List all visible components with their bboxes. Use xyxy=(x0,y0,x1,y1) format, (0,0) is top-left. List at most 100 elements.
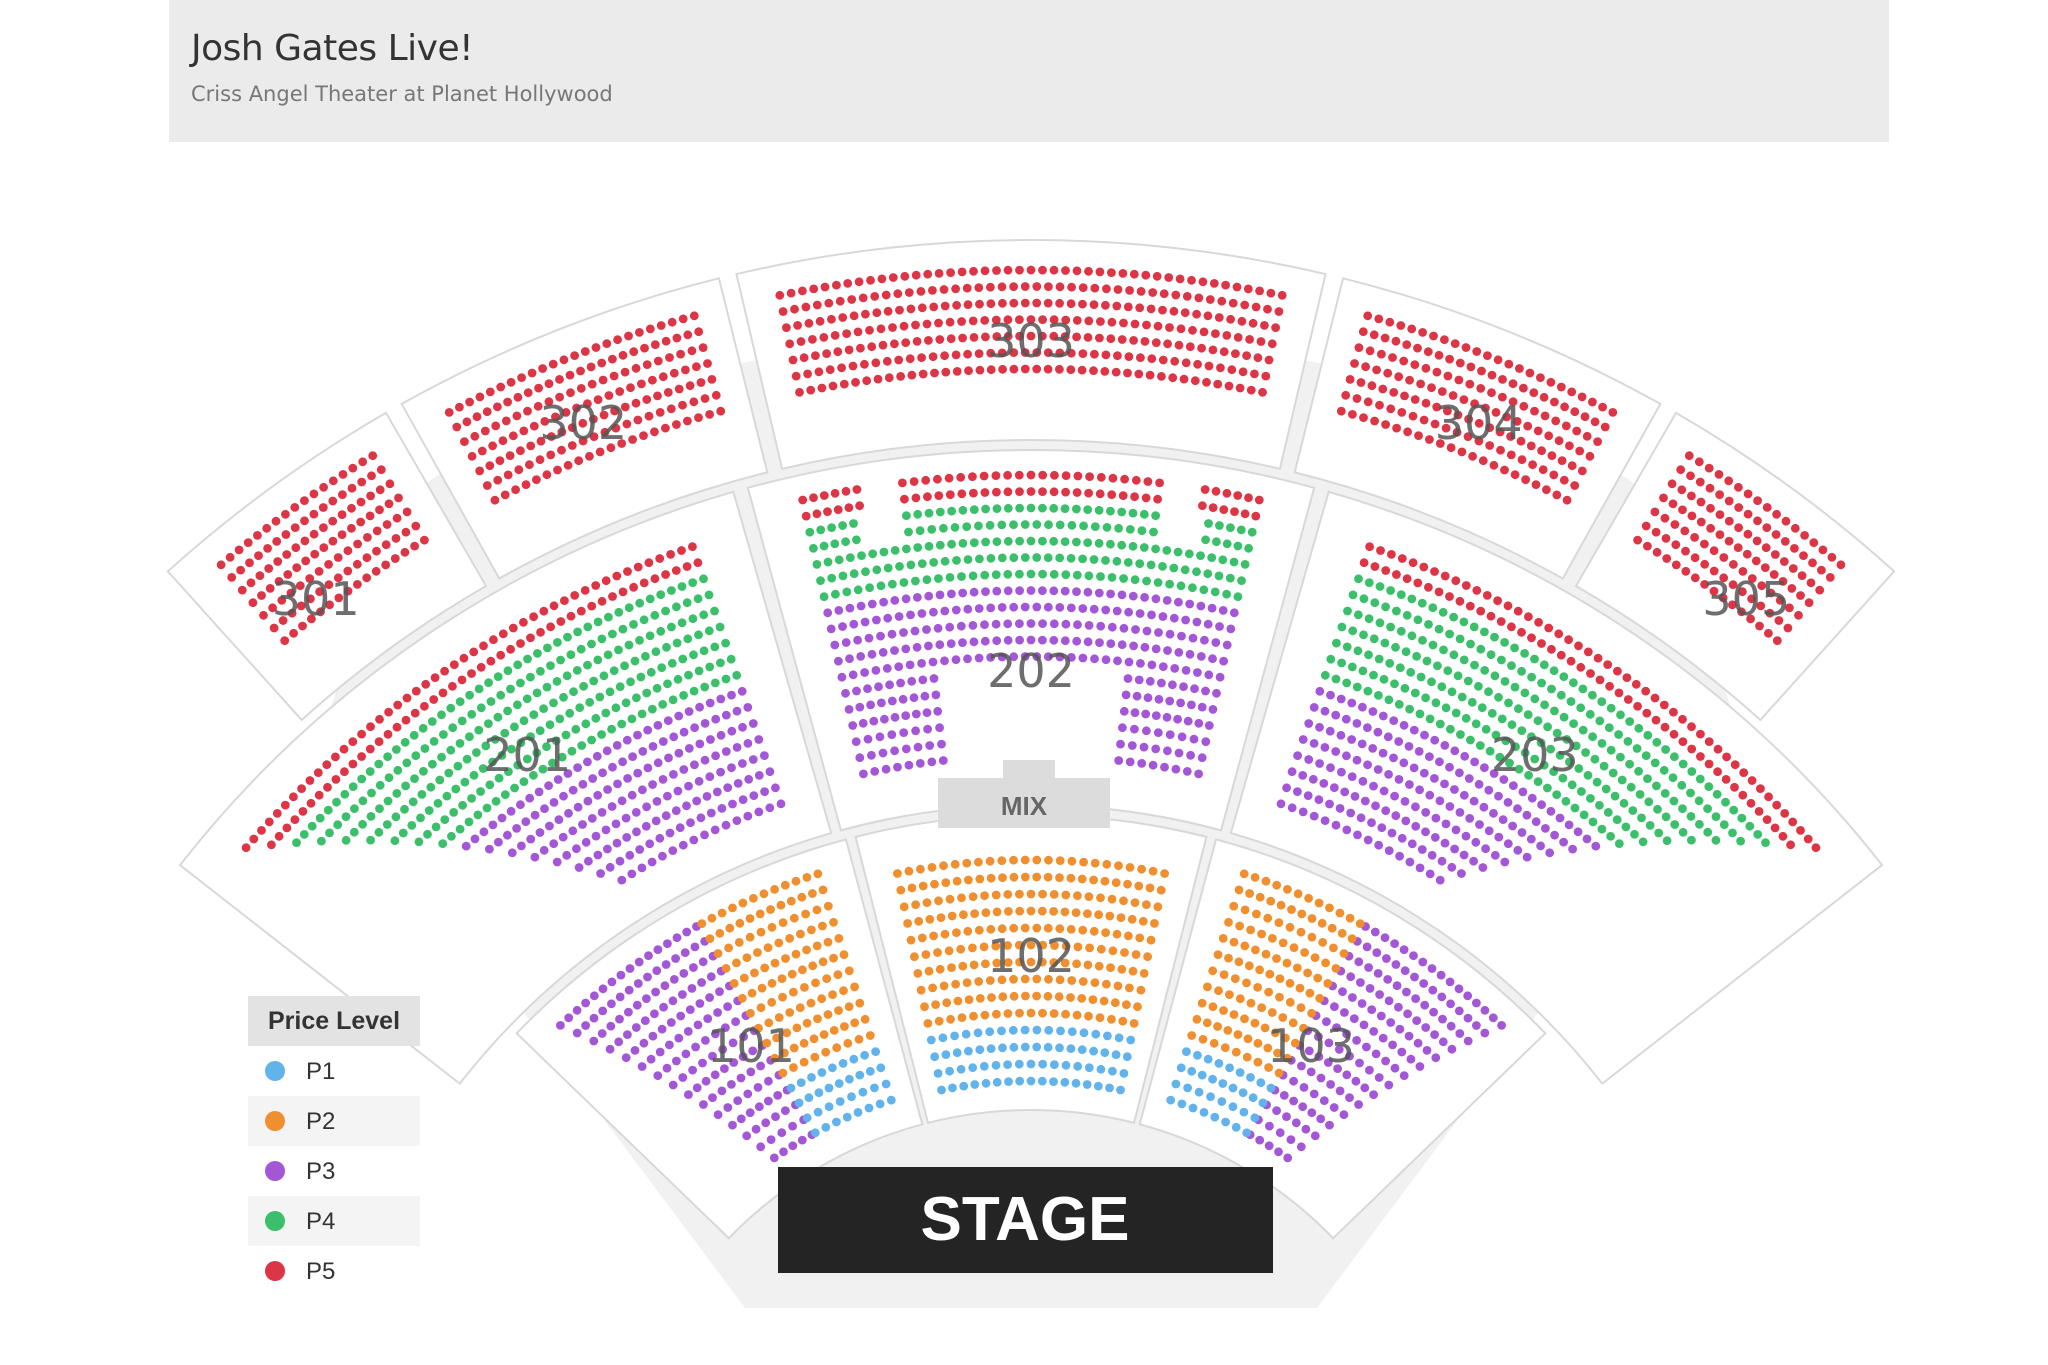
seat[interactable] xyxy=(643,972,652,982)
seat[interactable] xyxy=(547,432,556,441)
seat[interactable] xyxy=(991,315,1001,325)
seat[interactable] xyxy=(281,509,290,519)
seat[interactable] xyxy=(934,896,943,906)
seat[interactable] xyxy=(1133,1002,1142,1012)
seat[interactable] xyxy=(1325,903,1334,913)
seat[interactable] xyxy=(548,758,557,768)
seat[interactable] xyxy=(689,311,699,321)
seat[interactable] xyxy=(692,362,701,372)
seat[interactable] xyxy=(600,427,610,437)
seat[interactable] xyxy=(534,787,544,797)
seat[interactable] xyxy=(1200,635,1209,645)
seat[interactable] xyxy=(341,812,351,821)
seat[interactable] xyxy=(699,574,708,584)
seat[interactable] xyxy=(1523,710,1533,719)
seat[interactable] xyxy=(532,688,542,698)
seat[interactable] xyxy=(775,290,785,300)
seat[interactable] xyxy=(692,1083,702,1093)
seat[interactable] xyxy=(1110,998,1120,1008)
seat[interactable] xyxy=(678,654,688,664)
seat[interactable] xyxy=(1094,588,1104,598)
seat[interactable] xyxy=(819,1030,829,1039)
seat[interactable] xyxy=(893,869,902,878)
seat[interactable] xyxy=(658,775,668,784)
seat[interactable] xyxy=(646,667,656,677)
seat[interactable] xyxy=(551,412,560,422)
seat[interactable] xyxy=(1038,586,1047,595)
seat[interactable] xyxy=(1457,869,1466,878)
seat[interactable] xyxy=(1261,876,1271,886)
seat[interactable] xyxy=(1122,1000,1131,1009)
seat[interactable] xyxy=(1461,343,1471,352)
seat[interactable] xyxy=(651,816,661,826)
seat[interactable] xyxy=(1390,791,1399,801)
seat[interactable] xyxy=(881,290,891,300)
seat[interactable] xyxy=(1208,345,1218,355)
seat[interactable] xyxy=(593,850,603,860)
seat[interactable] xyxy=(952,300,961,310)
seat[interactable] xyxy=(910,952,919,962)
seat[interactable] xyxy=(1815,585,1825,595)
seat[interactable] xyxy=(1015,957,1024,967)
seat[interactable] xyxy=(1049,503,1059,513)
seat[interactable] xyxy=(257,826,266,835)
seat[interactable] xyxy=(1084,892,1094,901)
seat[interactable] xyxy=(1168,680,1177,690)
seat[interactable] xyxy=(739,973,749,983)
seat[interactable] xyxy=(1590,754,1600,764)
seat[interactable] xyxy=(1032,652,1042,661)
seat[interactable] xyxy=(1020,974,1030,984)
seat[interactable] xyxy=(1265,969,1275,979)
seat[interactable] xyxy=(409,730,419,740)
seat[interactable] xyxy=(566,650,576,659)
seat[interactable] xyxy=(580,586,590,595)
seat[interactable] xyxy=(991,471,1001,480)
seat[interactable] xyxy=(900,494,909,504)
seat[interactable] xyxy=(1385,658,1395,668)
seat[interactable] xyxy=(1151,338,1161,347)
seat[interactable] xyxy=(558,832,568,842)
seat[interactable] xyxy=(872,565,882,575)
seat[interactable] xyxy=(797,892,807,902)
seat[interactable] xyxy=(584,856,593,866)
seat[interactable] xyxy=(1021,991,1030,1001)
seat[interactable] xyxy=(615,682,625,692)
seat[interactable] xyxy=(1421,693,1430,703)
seat[interactable] xyxy=(1469,796,1479,806)
seat[interactable] xyxy=(608,629,617,639)
seat[interactable] xyxy=(1678,804,1687,813)
seat[interactable] xyxy=(963,349,972,359)
seat[interactable] xyxy=(1709,546,1719,556)
seat[interactable] xyxy=(1565,441,1574,451)
seat[interactable] xyxy=(1412,651,1421,661)
seat[interactable] xyxy=(367,788,376,798)
seat[interactable] xyxy=(1153,494,1162,504)
seat[interactable] xyxy=(795,387,804,397)
seat[interactable] xyxy=(1372,365,1381,375)
seat[interactable] xyxy=(963,555,973,564)
seat[interactable] xyxy=(1129,336,1138,345)
seat[interactable] xyxy=(627,714,637,724)
seat[interactable] xyxy=(587,639,596,649)
seat[interactable] xyxy=(1440,838,1450,848)
seat[interactable] xyxy=(695,999,705,1008)
seat[interactable] xyxy=(348,463,358,473)
seat[interactable] xyxy=(587,601,597,611)
seat[interactable] xyxy=(629,347,639,357)
seat[interactable] xyxy=(723,783,733,792)
seat[interactable] xyxy=(661,423,670,433)
seat[interactable] xyxy=(392,722,402,732)
seat[interactable] xyxy=(1544,431,1554,441)
seat[interactable] xyxy=(674,748,684,758)
seat[interactable] xyxy=(1079,521,1088,531)
seat[interactable] xyxy=(1420,730,1429,740)
seat[interactable] xyxy=(1738,790,1748,800)
seat[interactable] xyxy=(490,735,500,744)
seat[interactable] xyxy=(1072,332,1081,342)
seat[interactable] xyxy=(305,776,315,785)
seat[interactable] xyxy=(962,858,972,868)
seat[interactable] xyxy=(1404,1031,1414,1041)
seat[interactable] xyxy=(939,285,949,294)
seat[interactable] xyxy=(435,775,445,785)
seat[interactable] xyxy=(1365,1065,1374,1075)
